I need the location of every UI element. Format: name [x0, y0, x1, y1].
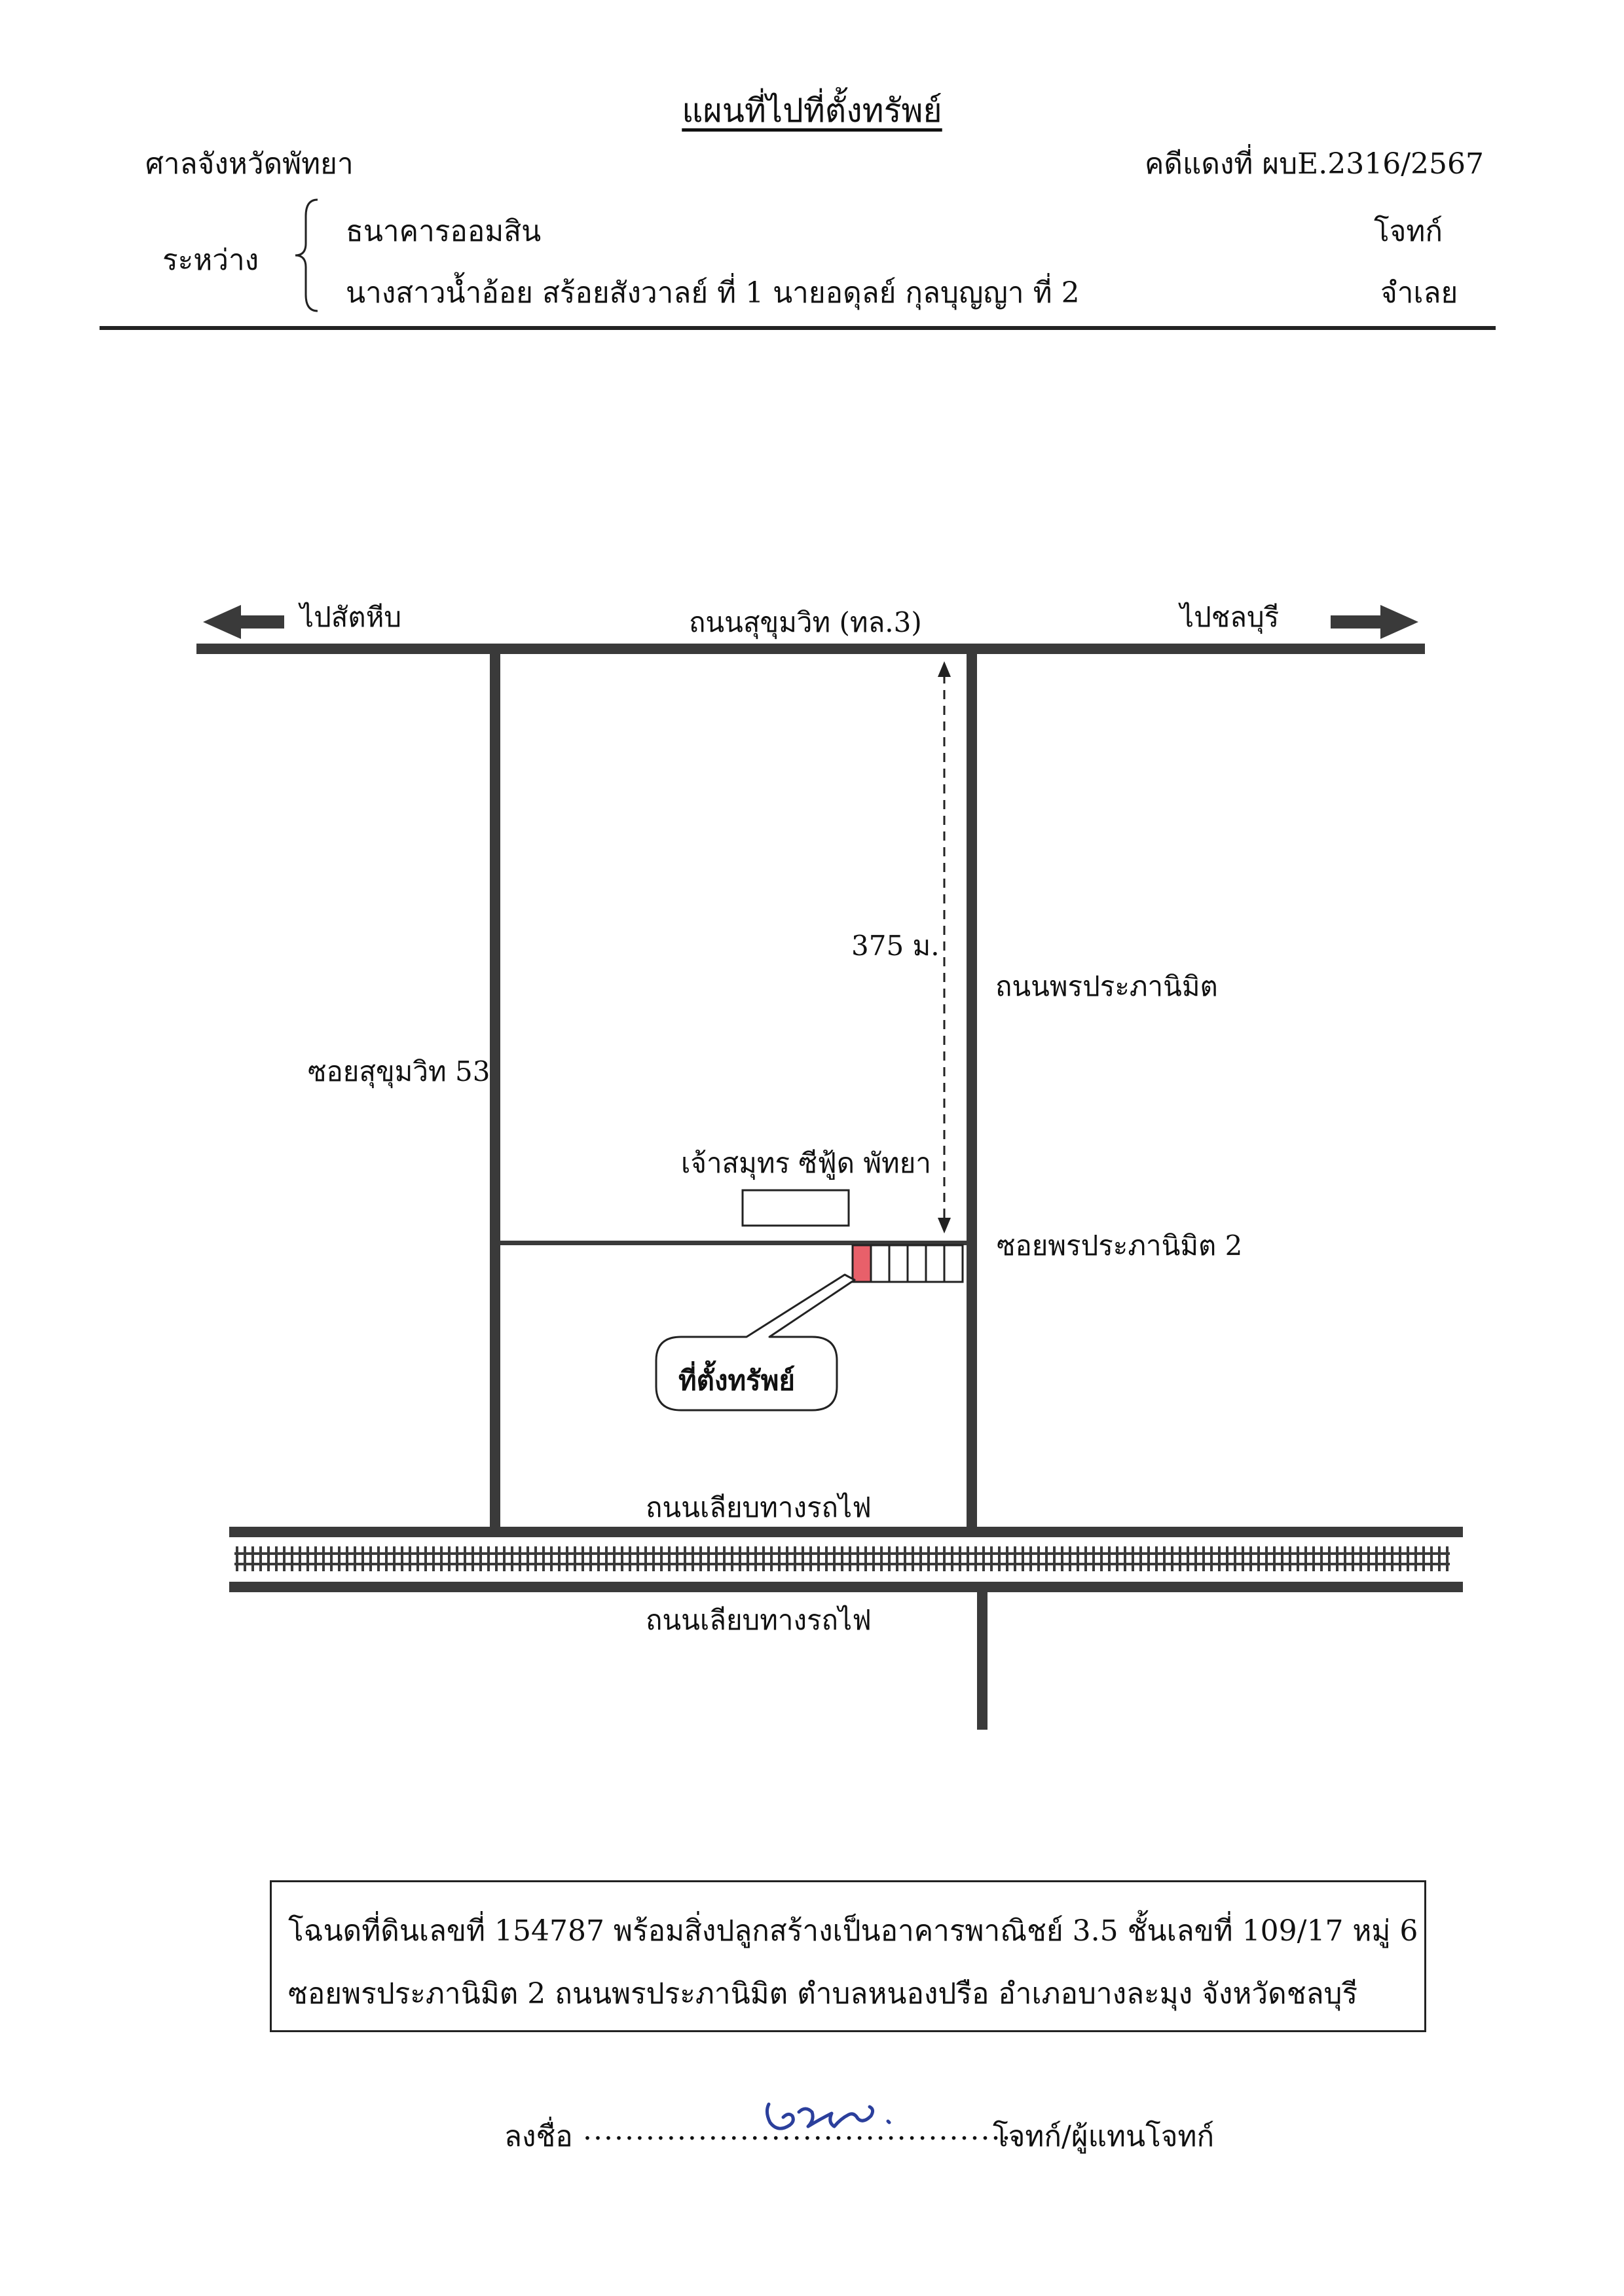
signature-label: ลงชื่อ	[504, 2120, 573, 2153]
rail-road-bottom-label: ถนนเลียบทางรถไฟ	[646, 1604, 872, 1636]
between-label: ระหว่าง	[162, 244, 259, 277]
soi-sukhumvit-53-road	[490, 654, 500, 1537]
railway-track-icon	[234, 1546, 1450, 1571]
direction-sattahip-label: ไปสัตหีบ	[300, 601, 402, 633]
shophouse-unit	[906, 1244, 927, 1283]
roads	[196, 644, 1463, 1730]
pornprapha-road-south	[977, 1591, 987, 1730]
pornprapha-road-label: ถนนพรประภานิมิต	[995, 970, 1218, 1002]
plaintiff-name: ธนาคารออมสิน	[346, 215, 542, 248]
soi-pornprapha-2-road	[500, 1241, 967, 1245]
rail-frontage-road-bottom	[229, 1582, 1463, 1592]
signature-role: โจทก์/ผู้แทนโจทก์	[993, 2120, 1215, 2153]
callout-bubble	[655, 1273, 856, 1412]
shophouse-row	[851, 1244, 964, 1283]
property-info-box	[270, 1880, 1426, 2032]
shophouse-unit	[888, 1244, 909, 1283]
landmark-label: เจ้าสมุทร ซีฟู้ด พัทยา	[681, 1147, 931, 1179]
rail-road-top-label: ถนนเลียบทางรถไฟ	[646, 1491, 872, 1523]
property-info-line-1: โฉนดที่ดินเลขที่ 154787 พร้อมสิ่งปลูกสร้…	[288, 1914, 1418, 1948]
page-title: แผนที่ไปที่ตั้งทรัพย์	[682, 92, 942, 130]
court-name: ศาลจังหวัดพัทยา	[145, 147, 354, 181]
shophouse-unit	[925, 1244, 946, 1283]
defendant-names: นางสาวน้ำอ้อย สร้อยสังวาลย์ ที่ 1 นายอดุ…	[346, 276, 1080, 310]
case-number: คดีแดงที่ ผบE.2316/2567	[1145, 147, 1485, 181]
signature-handwriting	[765, 2102, 891, 2130]
sukhumvit-road	[196, 644, 1425, 654]
property-info-line-2: ซอยพรประภานิมิต 2 ถนนพรประภานิมิต ตำบลหน…	[288, 1977, 1358, 2011]
pornprapha-road	[967, 654, 977, 1537]
defendant-role: จำเลย	[1380, 276, 1458, 310]
rail-frontage-road-top	[229, 1527, 1463, 1537]
landmark-building	[741, 1189, 850, 1227]
property-callout-label: ที่ตั้งทรัพย์	[678, 1364, 796, 1396]
direction-chonburi-label: ไปชลบุรี	[1180, 601, 1280, 633]
header-divider	[100, 326, 1496, 330]
signature-line: ........................................…	[583, 2113, 1023, 2147]
soi-pornprapha-2-label: ซอยพรประภานิมิต 2	[997, 1230, 1243, 1262]
distance-marker	[938, 661, 951, 1233]
shophouse-unit	[943, 1244, 964, 1283]
shophouse-unit	[870, 1244, 891, 1283]
soi-sukhumvit-53-label: ซอยสุขุมวิท 53	[308, 1055, 490, 1087]
arrow-right-icon	[1331, 605, 1418, 639]
brace-icon	[295, 198, 318, 312]
property-unit	[851, 1244, 872, 1283]
arrow-left-icon	[203, 605, 284, 639]
sukhumvit-road-label: ถนนสุขุมวิท (ทล.3)	[689, 606, 922, 638]
plaintiff-role: โจทก์	[1374, 215, 1443, 248]
distance-label: 375 ม.	[851, 930, 940, 962]
